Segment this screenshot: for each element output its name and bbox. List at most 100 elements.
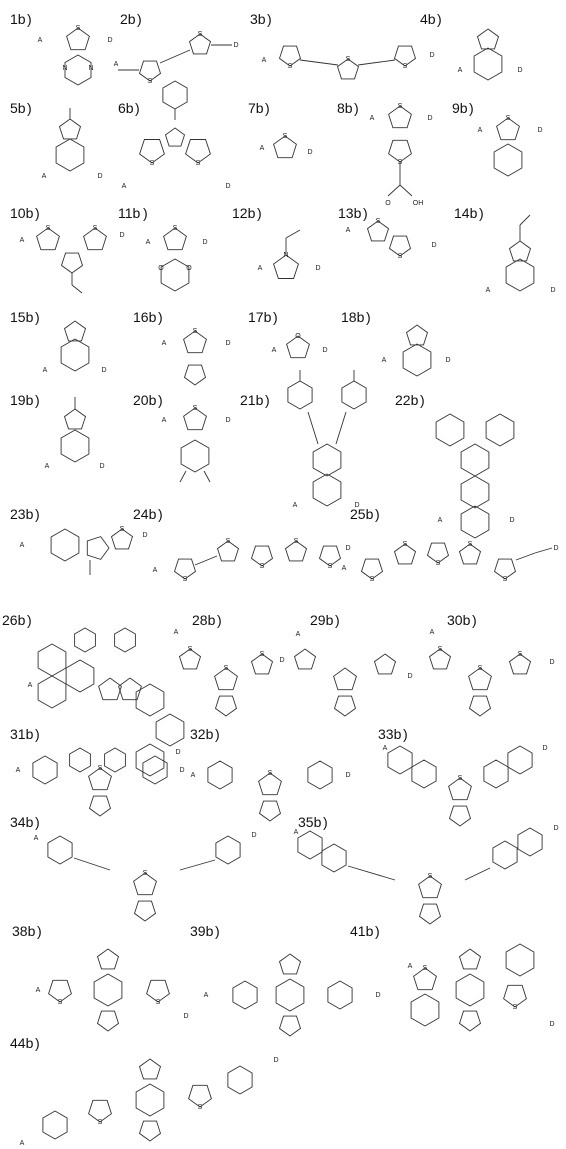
ring <box>258 800 282 822</box>
atom-label-acceptor: A <box>43 367 48 374</box>
atom-label-sulfur: S <box>148 78 153 85</box>
atom-label-sulfur: S <box>328 563 333 570</box>
ring <box>460 475 490 509</box>
ring <box>496 117 520 141</box>
unit-label-18b: 18b <box>341 309 365 325</box>
atom-label-donor: D <box>537 127 542 134</box>
ring <box>60 338 90 372</box>
atom-label-sulfur: S <box>46 225 51 232</box>
bond-line <box>194 555 218 566</box>
atom-label-donor: D <box>375 992 380 999</box>
ring <box>333 667 357 691</box>
atom-label-donor: D <box>315 265 320 272</box>
atom-label-donor: D <box>509 517 514 524</box>
ring <box>418 875 442 899</box>
atom-label-acceptor: A <box>296 631 301 638</box>
ring <box>135 1083 165 1117</box>
atom-label-acceptor: A <box>342 565 347 572</box>
ring <box>138 1120 162 1142</box>
bond-line <box>179 470 187 483</box>
atom-label-sulfur: S <box>294 538 299 545</box>
ring <box>250 653 274 675</box>
atom-label-acceptor: A <box>438 517 443 524</box>
ring <box>37 675 67 709</box>
atom-label-sulfur: S <box>403 63 408 70</box>
atom-label-oxygen: O <box>295 333 301 340</box>
ring <box>387 745 413 775</box>
ring <box>473 47 503 81</box>
unit-label-13b: 13b <box>338 205 362 221</box>
unit-label-15b: 15b <box>10 309 34 325</box>
atom-label-donor: D <box>407 673 412 680</box>
atom-label-acceptor: A <box>370 115 375 122</box>
ring <box>458 948 482 970</box>
atom-label-sulfur: S <box>288 63 293 70</box>
ring <box>37 643 67 677</box>
bond-line <box>307 411 319 445</box>
unit-label-paren: ) <box>323 814 328 830</box>
ring <box>232 980 258 1010</box>
ring <box>188 1084 212 1108</box>
ring <box>50 528 80 562</box>
structure-35b: SAD <box>294 825 559 925</box>
atom-label-sulfur: S <box>58 999 63 1006</box>
unit-label-7b: 7b <box>248 100 264 116</box>
atom-label-sulfur: S <box>173 225 178 232</box>
atom-label-sulfur: S <box>198 1104 203 1111</box>
atom-label-donor: D <box>553 545 558 552</box>
ring <box>318 545 342 567</box>
atom-label-acceptor: A <box>114 61 119 68</box>
unit-label-paren: ) <box>375 506 380 522</box>
atom-label-acceptor: A <box>34 835 39 842</box>
unit-label-paren: ) <box>267 11 272 27</box>
unit-label-38b: 38b <box>12 923 36 939</box>
atom-label-sulfur: S <box>436 560 441 567</box>
ring <box>455 973 485 1007</box>
unit-label-paren: ) <box>35 506 40 522</box>
atom-label-donor: D <box>233 42 238 49</box>
ring <box>42 1110 68 1140</box>
ring <box>458 1010 482 1032</box>
bond-line <box>357 59 396 66</box>
atom-label-donor: D <box>345 772 350 779</box>
unit-label-paren: ) <box>437 11 442 27</box>
unit-label-paren: ) <box>135 100 140 116</box>
atom-label-sulfur: S <box>98 1119 103 1126</box>
unit-label-paren: ) <box>257 205 262 221</box>
ring <box>275 978 305 1012</box>
ring <box>96 1010 120 1032</box>
ring <box>47 835 73 865</box>
atom-label-acceptor: A <box>20 542 25 549</box>
ring <box>366 220 390 242</box>
unit-label-20b: 20b <box>133 392 157 408</box>
ring <box>508 653 532 675</box>
ring <box>183 364 207 386</box>
ring <box>139 139 165 164</box>
ring <box>508 240 532 262</box>
structure-26b: AD <box>28 627 185 777</box>
unit-label-6b: 6b <box>118 100 134 116</box>
atom-label-donor: D <box>175 749 180 756</box>
bond-line <box>515 552 536 561</box>
atom-label-acceptor: A <box>162 417 167 424</box>
unit-label-paren: ) <box>420 392 425 408</box>
structure-7b: SAD <box>260 133 313 159</box>
ring <box>180 439 210 473</box>
ring <box>183 330 207 354</box>
atom-label-sulfur: S <box>268 770 273 777</box>
ring <box>227 1065 253 1095</box>
atom-label-sulfur: S <box>143 870 148 877</box>
ring <box>493 558 517 580</box>
atom-label-sulfur: S <box>346 56 351 63</box>
unit-label-17b: 17b <box>248 309 272 325</box>
ring <box>55 138 85 172</box>
